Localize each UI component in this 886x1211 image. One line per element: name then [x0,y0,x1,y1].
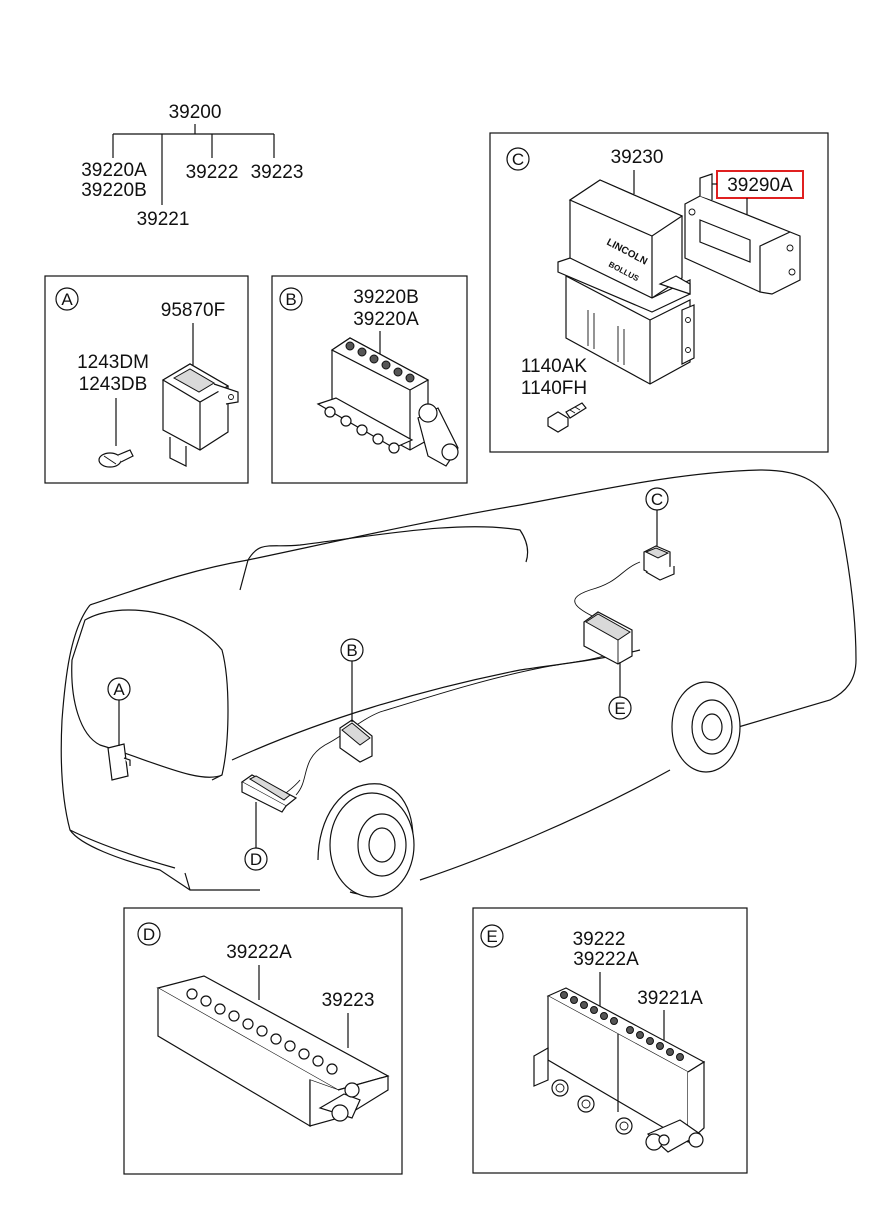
panel-a: A 95870F 1243DM 1243DB [44,275,249,484]
rear-wheel [671,681,741,773]
panel-d-letter-circle [137,922,161,946]
panel-e: E 39222 39222A 39221A [472,907,748,1174]
front-wheel [317,783,415,898]
callout-b[interactable]: B [340,638,364,722]
callout-e[interactable]: E [608,662,632,720]
part-39222a-label[interactable]: 39222A [226,942,292,963]
part-1140fh-label[interactable]: 1140FH [521,378,587,399]
module-39230-drawing: LINCOLN BOLLUS [557,179,695,385]
tree-child-39222[interactable]: 39222 [186,162,239,183]
callout-a-letter: A [113,680,125,699]
part-39223-label[interactable]: 39223 [322,990,375,1011]
vehicle-drawing: A B C D E [60,469,857,898]
vehicle-component-e [583,611,633,665]
vehicle-component-a [107,743,131,781]
callout-c[interactable]: C [645,487,669,546]
panel-d-letter: D [143,925,155,944]
part-39221a-label[interactable]: 39221A [637,988,703,1009]
callout-d[interactable]: D [244,802,268,871]
fuse-block-b-drawing [316,337,459,467]
panel-d: D 39222A 39223 [123,907,403,1175]
tree-child-39220a[interactable]: 39220A [81,160,147,181]
part-95870f-label[interactable]: 95870F [161,300,225,321]
panel-b: B 39220B 39220A [271,275,468,484]
callout-e-letter: E [614,699,625,718]
panel-c-letter: C [512,150,524,169]
vehicle-component-d [240,774,298,813]
tree-root-label[interactable]: 39200 [169,102,222,123]
part-39290a-label[interactable]: 39290A [727,175,793,196]
relay-module-drawing [161,363,239,467]
part-39220a-label[interactable]: 39220A [353,309,419,330]
callout-d-letter: D [250,850,262,869]
panel-c-letter-circle [506,147,530,171]
panel-b-letter-circle [279,287,303,311]
part-tree: 39200 39220A 39220B 39222 39223 39221 [81,102,303,230]
vehicle-component-c [643,545,675,581]
part-1243dm-label[interactable]: 1243DM [77,352,149,373]
part-1140ak-label[interactable]: 1140AK [521,356,588,377]
tree-child-39221[interactable]: 39221 [137,209,190,230]
part-39222a-e-label[interactable]: 39222A [573,949,639,970]
callout-b-letter: B [346,641,357,660]
part-39230-label[interactable]: 39230 [611,147,664,168]
fuse-block-e-drawing [533,987,706,1153]
tree-child-39220b[interactable]: 39220B [81,180,147,201]
tree-child-39223[interactable]: 39223 [251,162,304,183]
callout-c-letter: C [651,490,663,509]
screw-drawing [98,449,134,468]
part-1243db-label[interactable]: 1243DB [79,374,148,395]
panel-a-letter: A [61,290,73,309]
vehicle-component-b [339,719,373,763]
panel-e-letter: E [486,927,497,946]
callout-a[interactable]: A [107,677,131,746]
bolt-drawing [547,402,587,433]
fuse-block-d-drawing [156,975,390,1128]
panel-e-letter-circle [480,924,504,948]
panel-c: C 39230 39290A 1140AK 1140FH LINCOLN BOL… [489,132,829,453]
panel-b-letter: B [285,290,296,309]
bracket-39290a-drawing [684,173,801,295]
part-39220b-label[interactable]: 39220B [353,287,419,308]
part-39222-label[interactable]: 39222 [573,929,626,950]
panel-a-letter-circle [55,287,79,311]
